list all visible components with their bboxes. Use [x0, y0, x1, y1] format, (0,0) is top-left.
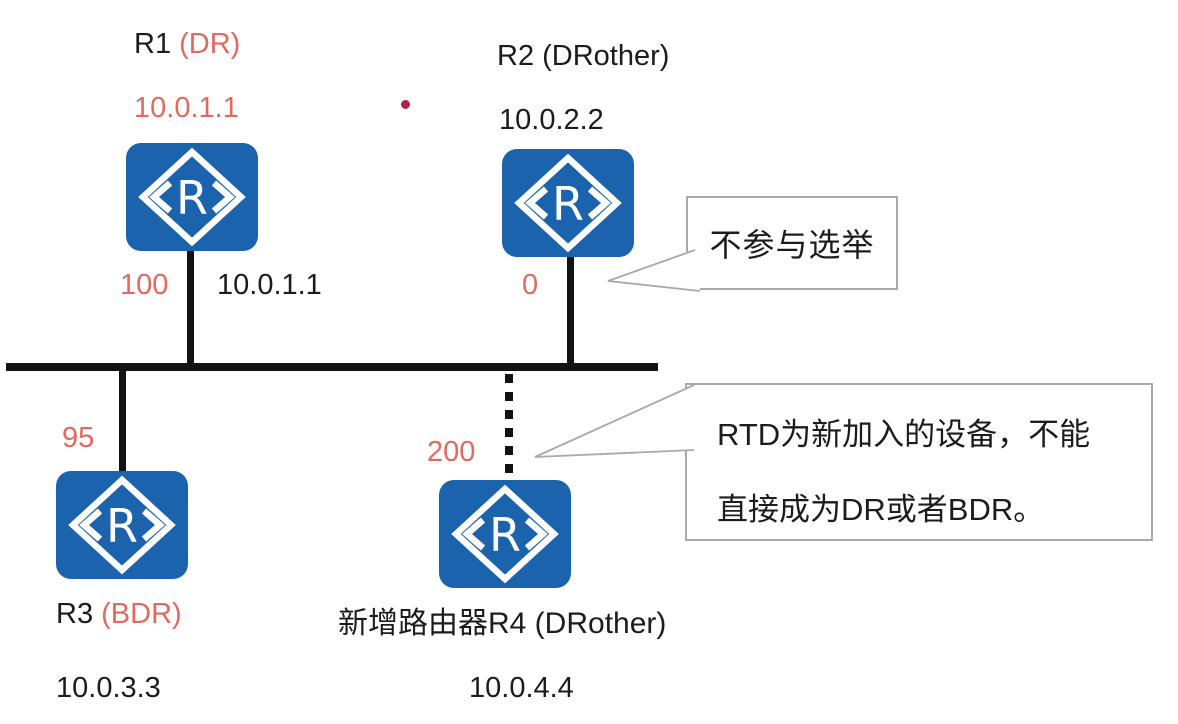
- link-r4-to-bus-dashed: [505, 374, 513, 479]
- label-r2-priority: 0: [522, 269, 539, 301]
- label-bus-segment-ip: 10.0.1.1: [217, 269, 322, 301]
- router-right-arrow: [211, 180, 235, 214]
- callout-new-device-tail: [535, 385, 694, 457]
- callout-no-election-text: 不参与选举: [709, 227, 875, 263]
- router-diamond: [514, 153, 622, 253]
- callout-new-device-line2: 直接成为DR或者BDR。: [717, 492, 1045, 527]
- router-icon-svg: R: [502, 149, 634, 257]
- callout-new-device: RTD为新加入的设备，不能 直接成为DR或者BDR。: [685, 383, 1153, 541]
- label-r3-priority: 95: [62, 422, 95, 454]
- router-icon-svg: R: [439, 480, 571, 588]
- router-icon-r4: R: [438, 479, 572, 589]
- router-left-arrow: [462, 517, 486, 551]
- label-r4-name: 新增路由器R4 (DRother): [338, 607, 667, 640]
- router-icon-r3: R: [55, 470, 189, 580]
- router-icon-body: [126, 143, 258, 251]
- router-icon-body: [439, 480, 571, 588]
- router-left-arrow: [525, 186, 549, 220]
- callout-no-election: 不参与选举: [686, 196, 898, 290]
- router-icon-body: [56, 471, 188, 579]
- router-icon-r1: R: [125, 142, 259, 252]
- label-r1-name: R1 (DR): [134, 28, 240, 61]
- label-r4-ip: 10.0.4.4: [469, 672, 574, 704]
- label-r2-name: R2 (DRother): [497, 40, 670, 72]
- router-icon-body: [502, 149, 634, 257]
- router-letter: R: [176, 171, 208, 225]
- router-left-arrow: [149, 180, 173, 214]
- router-icon-r2: R: [501, 148, 635, 258]
- link-r3-to-bus: [119, 369, 126, 472]
- label-r3-name: R3 (BDR): [56, 598, 182, 631]
- router-left-arrow: [79, 508, 103, 542]
- router-diamond: [138, 147, 246, 247]
- router-right-arrow: [587, 186, 611, 220]
- router-right-arrow: [141, 508, 165, 542]
- router-diamond: [68, 475, 176, 575]
- label-r3-ip: 10.0.3.3: [56, 672, 161, 704]
- router-letter: R: [489, 508, 521, 562]
- router-icon-svg: R: [126, 143, 258, 251]
- r3-name-text: R3: [56, 598, 94, 630]
- ethernet-bus-line: [6, 363, 658, 371]
- link-r1-to-bus: [187, 250, 194, 366]
- router-diamond: [451, 484, 559, 584]
- router-icon-svg: R: [56, 471, 188, 579]
- r3-role-badge: (BDR): [101, 598, 182, 630]
- router-letter: R: [552, 177, 584, 231]
- callout-new-device-tail-edge: [534, 384, 695, 458]
- label-r1-priority: 100: [120, 269, 169, 301]
- label-r4-priority: 200: [427, 436, 476, 468]
- r1-role-badge: (DR): [179, 28, 241, 60]
- label-r1-ip: 10.0.1.1: [134, 92, 239, 124]
- router-right-arrow: [524, 517, 548, 551]
- link-r2-to-bus: [567, 257, 574, 367]
- pointer-dot: [401, 100, 410, 109]
- r1-name-text: R1: [134, 28, 172, 60]
- label-r2-ip: 10.0.2.2: [499, 104, 604, 136]
- router-letter: R: [106, 499, 138, 553]
- callout-new-device-line1: RTD为新加入的设备，不能: [717, 417, 1091, 452]
